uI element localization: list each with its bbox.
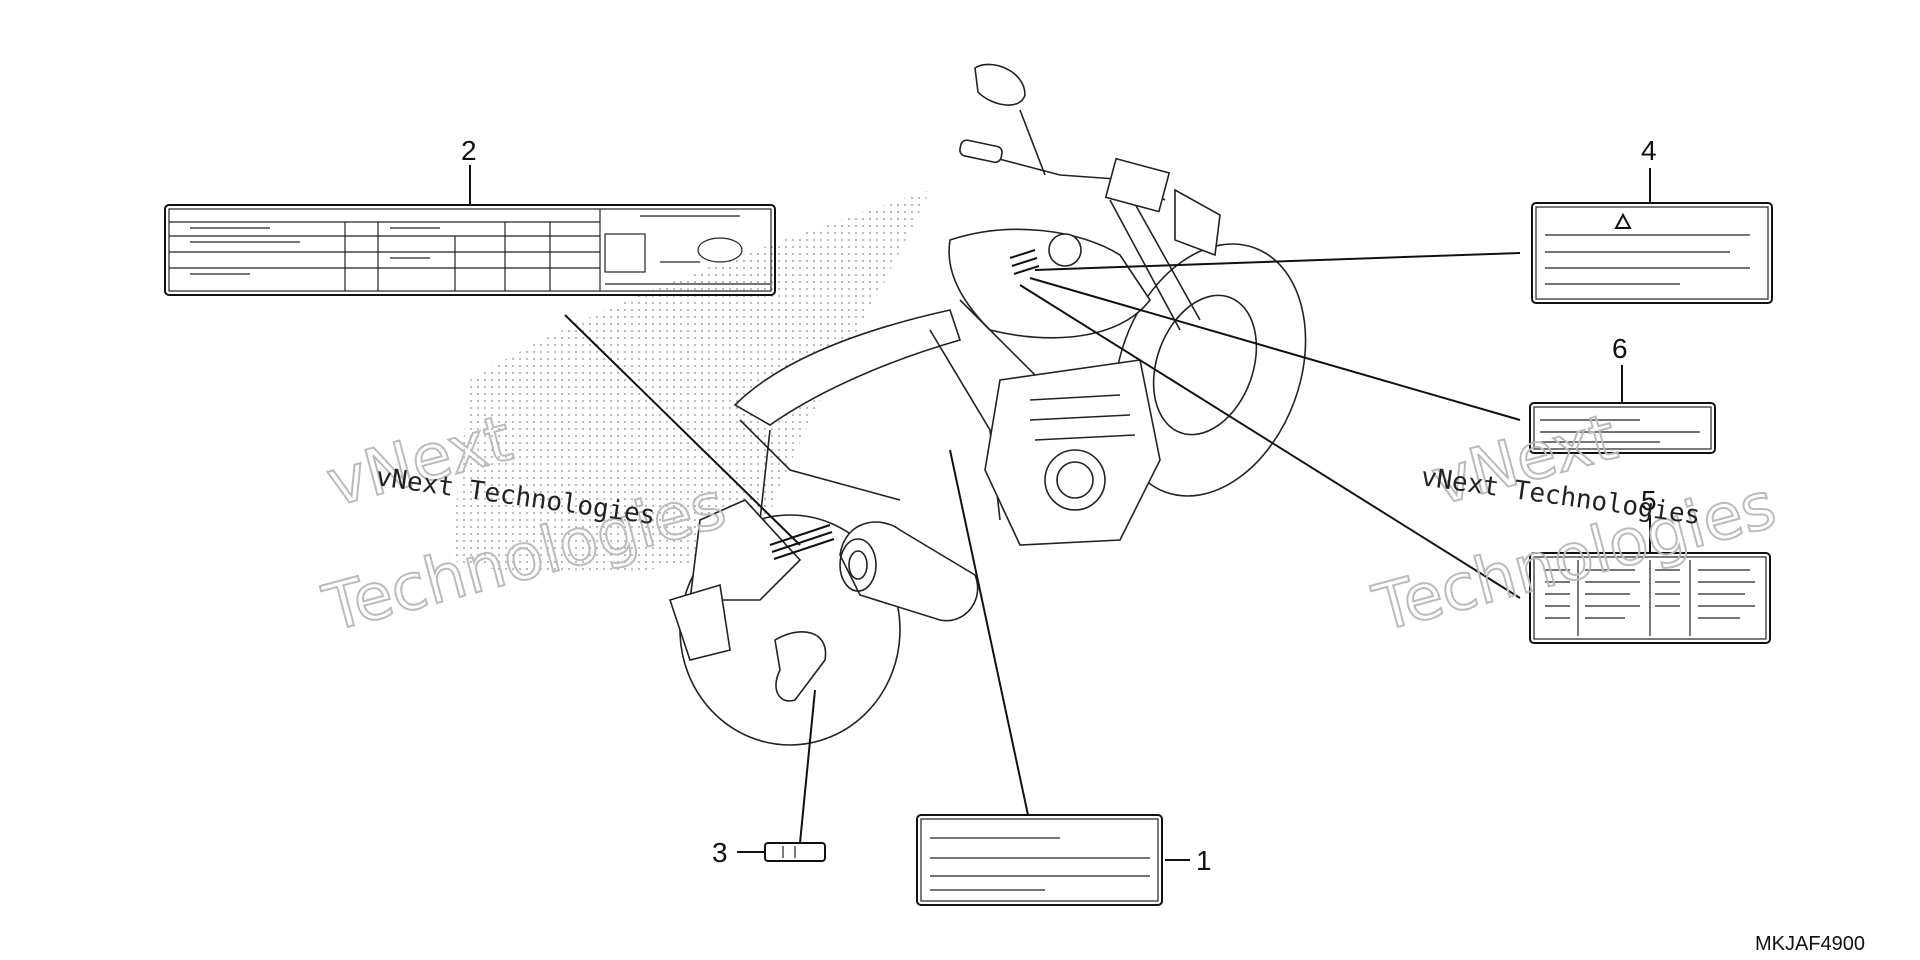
exhaust-muffler [839, 521, 979, 622]
leader-2-to-bike [564, 314, 801, 546]
left-grip [959, 139, 1003, 164]
callout-1: 1 [1196, 845, 1212, 876]
mirror-stem [1019, 109, 1046, 176]
callout-4: 4 [1641, 135, 1657, 166]
label-1-graphic [916, 814, 1163, 906]
callout-6: 6 [1612, 333, 1628, 364]
mirror [974, 63, 1026, 106]
fuel-cap [1048, 233, 1082, 267]
leader-lines [469, 165, 1651, 861]
rear-hugger [774, 631, 827, 702]
instrument-cluster [1104, 157, 1171, 213]
front-wheel [1113, 243, 1307, 497]
seat [733, 309, 962, 426]
front-brake-disc [1152, 294, 1258, 436]
callout-2: 2 [461, 135, 477, 166]
license-bracket [668, 583, 731, 661]
dotted-shading [450, 190, 930, 575]
leader-1-to-bike [949, 449, 1029, 816]
leader-3-to-bike [799, 689, 816, 844]
callout-5: 5 [1641, 485, 1657, 516]
rear-subframe [739, 419, 901, 521]
label-4-graphic [1531, 202, 1773, 304]
headlight [1174, 188, 1221, 257]
watermark-right: vNext Technologies vNext Technologies [1365, 400, 1784, 648]
label-3-graphic [764, 842, 826, 862]
engine-cover [1044, 449, 1106, 511]
leader-4-to-bike [1034, 252, 1521, 271]
motorcycle-illustration [668, 63, 1307, 746]
leader-5-to-bike [1019, 284, 1521, 599]
rear-fender [689, 499, 802, 601]
part-code: MKJAF4900 [1755, 933, 1865, 955]
callout-3: 3 [712, 837, 728, 868]
leader-6-to-bike [1029, 277, 1521, 421]
